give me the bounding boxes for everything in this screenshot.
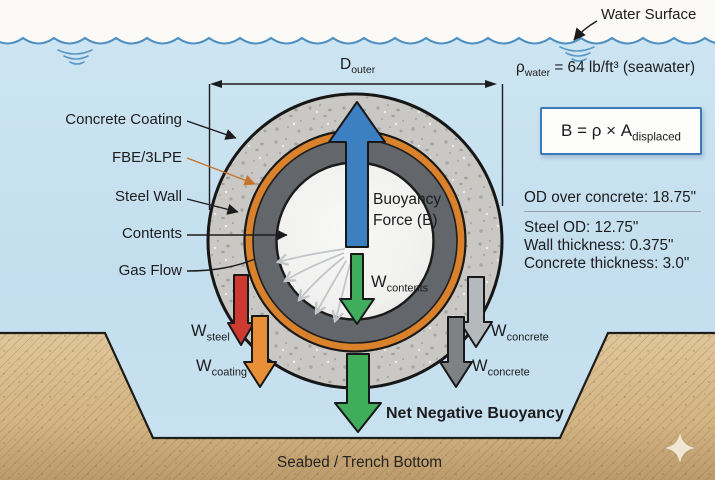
seabed-label: Seabed / Trench Bottom: [277, 454, 442, 471]
callout-gas-flow: Gas Flow: [118, 262, 182, 279]
dimension-d-outer: [208, 80, 504, 210]
w-coating-arrow: [243, 315, 277, 388]
callout-fbe: FBE/3LPE: [111, 149, 182, 166]
water-surface-label: Water Surface: [601, 6, 697, 23]
buoyancy-arrow: [328, 101, 386, 248]
net-buoyancy-arrow: [334, 353, 382, 433]
gas-flow-arrows: [278, 248, 351, 321]
air-above-water: [0, 0, 715, 44]
seabed: [0, 331, 715, 480]
spec-steel-od: Steel OD: 12.75": [524, 219, 639, 236]
w-contents-arrow: [339, 253, 375, 325]
callout-concrete-coating: Concrete Coating: [65, 111, 182, 128]
w-coating-label: Wcoating: [196, 357, 248, 379]
w-concrete-upper-label: Wconcrete: [491, 322, 549, 344]
force-arrows: [227, 101, 493, 433]
callout-leaders: [186, 120, 288, 272]
spec-divider: [524, 211, 701, 212]
sparkle-icon: [665, 433, 695, 463]
ripples-right: [559, 46, 595, 62]
water-surface-wave: [0, 36, 715, 45]
w-steel-label: Wsteel: [191, 322, 230, 344]
gas-flow-leader: [186, 258, 256, 272]
net-buoyancy-label: Net Negative Buoyancy: [386, 405, 564, 422]
ripples-left: [57, 49, 93, 65]
d-outer-label: Douter: [340, 56, 376, 77]
spec-concrete-thickness: Concrete thickness: 3.0": [524, 255, 690, 272]
buoyancy-force-label: Buoyancy Force (B): [373, 191, 442, 229]
concrete-coating-leader: [186, 120, 237, 140]
spec-wall-thickness: Wall thickness: 0.375": [524, 237, 674, 254]
spec-od-concrete: OD over concrete: 18.75": [524, 189, 697, 206]
w-steel-arrow: [227, 274, 255, 346]
w-concrete-lower-label: Wconcrete: [472, 357, 530, 379]
steel-wall-leader: [186, 198, 239, 215]
buoyancy-formula-box: B = ρ × Adisplaced: [540, 107, 702, 155]
w-contents-label: Wcontents: [371, 273, 429, 295]
w-concrete-arrow-upper: [459, 276, 493, 348]
callout-contents: Contents: [121, 225, 182, 242]
seabed-outline: [0, 331, 715, 440]
rho-water-label: ρwater = 64 lb/ft³ (seawater): [516, 59, 696, 80]
callout-steel-wall: Steel Wall: [115, 188, 182, 205]
w-concrete-arrow-lower: [439, 316, 473, 388]
fbe-leader: [186, 157, 256, 186]
water-surface-pointer: [573, 20, 598, 41]
